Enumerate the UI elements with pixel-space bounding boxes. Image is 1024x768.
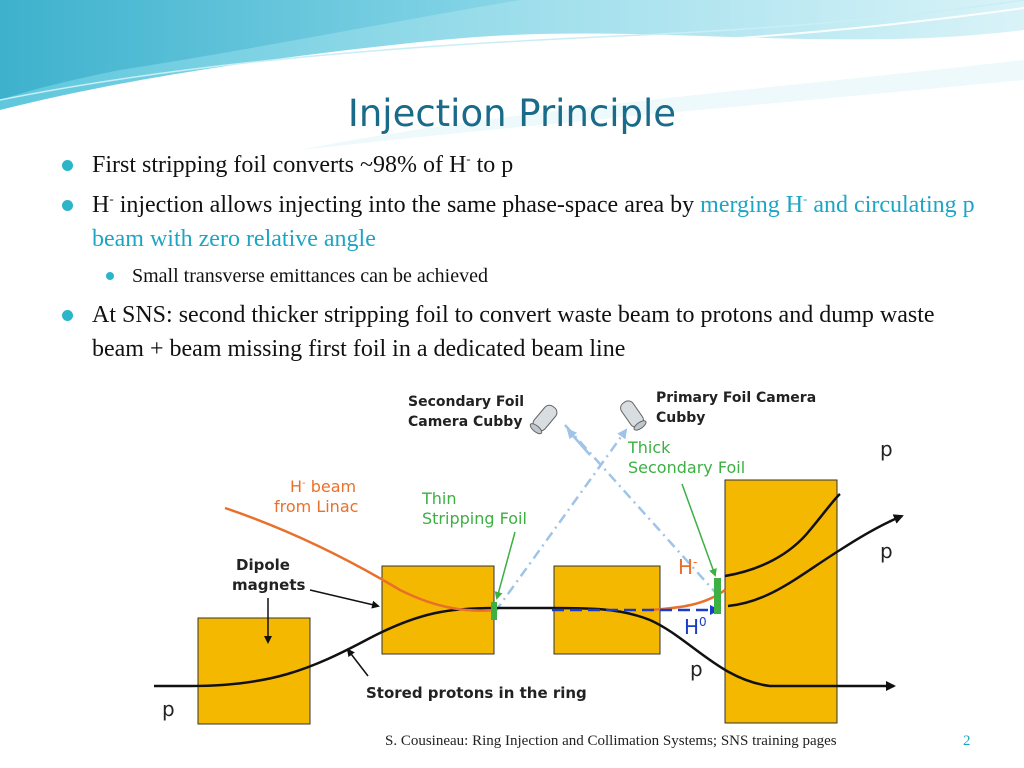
- bullet-list: First stripping foil converts ~98% of H-…: [62, 148, 982, 372]
- header-wave-decoration: [0, 0, 1024, 150]
- bullet-dot-icon: [62, 160, 73, 171]
- bullet-text: H: [92, 192, 110, 218]
- thick-foil-label: Thick Secondary Foil: [627, 438, 745, 477]
- proton-beam-upper: [724, 493, 841, 578]
- callout-arrow: [346, 648, 369, 677]
- superscript: -: [466, 151, 471, 166]
- bullet-text: At SNS: second thicker stripping foil to…: [92, 302, 935, 362]
- bullet-text: to p: [470, 152, 514, 178]
- hminus-label: H-: [678, 555, 697, 579]
- footer-citation: S. Cousineau: Ring Injection and Collima…: [385, 733, 837, 749]
- thin-stripping-foil: [491, 602, 497, 620]
- callout-arrow: [681, 483, 717, 577]
- camera-view-line: [566, 428, 591, 456]
- h0-label: H0: [684, 615, 707, 639]
- superscript: -: [803, 191, 808, 206]
- proton-label-lower: p: [690, 657, 703, 681]
- proton-label-middle: p: [880, 539, 893, 563]
- secondary-camera-icon: [529, 404, 558, 435]
- page-number: 2: [963, 733, 971, 749]
- highlighted-text: merging H- and circulating p beam with z…: [92, 192, 975, 252]
- highlight-part: merging H: [700, 192, 804, 218]
- slide-title: Injection Principle: [347, 92, 677, 135]
- sub-bullet-item: Small transverse emittances can be achie…: [62, 262, 982, 290]
- primary-camera-label: Primary Foil Camera Cubby: [656, 390, 821, 426]
- injection-diagram: Secondary Foil Camera Cubby Primary Foil…: [150, 380, 905, 725]
- superscript: -: [109, 191, 114, 206]
- bullet-item: At SNS: second thicker stripping foil to…: [62, 298, 982, 366]
- dipole-magnet-left: [197, 617, 311, 725]
- thin-foil-label: Thin Stripping Foil: [421, 489, 527, 528]
- secondary-camera-label: Secondary Foil Camera Cubby: [408, 394, 529, 430]
- bullet-item: First stripping foil converts ~98% of H-…: [62, 148, 982, 182]
- callout-arrow: [309, 589, 380, 609]
- bullet-dot-icon: [62, 310, 73, 321]
- bullet-item: H- injection allows injecting into the s…: [62, 188, 982, 256]
- proton-beam-middle: [727, 514, 904, 608]
- bullet-text: injection allows injecting into the same…: [113, 192, 701, 218]
- bullet-dot-icon: [62, 200, 73, 211]
- callout-arrow: [494, 531, 516, 600]
- proton-label-left: p: [162, 697, 175, 721]
- camera-view-line: [493, 428, 628, 613]
- stored-protons-label: Stored protons in the ring: [366, 684, 587, 702]
- highlight-part: and circulating p beam with zero relativ…: [92, 192, 975, 252]
- sub-bullet-dot-icon: [106, 272, 114, 280]
- bullet-text: First stripping foil converts ~98% of H: [92, 152, 467, 178]
- proton-label-top: p: [880, 437, 893, 461]
- camera-view-line: [564, 424, 716, 593]
- dipole-magnets-label: Dipole magnets: [232, 556, 306, 594]
- thick-secondary-foil: [714, 578, 721, 614]
- sub-bullet-text: Small transverse emittances can be achie…: [132, 265, 488, 287]
- hminus-beam-label: H- beam from Linac: [274, 477, 361, 516]
- primary-camera-icon: [620, 400, 647, 431]
- hminus-injected-beam: [224, 506, 496, 612]
